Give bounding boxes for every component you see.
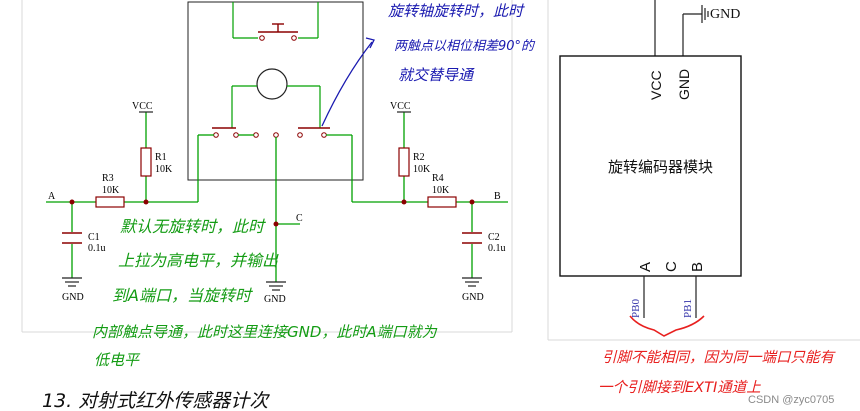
vcc-label-left: VCC	[132, 101, 153, 112]
module-gnd-symbol	[701, 5, 709, 23]
port-pb1-label: PB1	[682, 299, 694, 318]
note-green: 默认无旋转时，此时 上拉为高电平，并输出 到A端口，当旋转时 内部触点导通，此时…	[92, 217, 438, 369]
capacitor-c1	[62, 232, 82, 244]
c1-value: 0.1u	[88, 243, 106, 254]
note-red-line-1: 引脚不能相同，因为同一端口只能有	[602, 349, 836, 366]
note-blue-line-3: 就交替导通	[398, 66, 475, 84]
note-arrow-blue	[321, 41, 373, 127]
gnd-label-right: GND	[462, 292, 484, 303]
c2-value: 0.1u	[488, 243, 506, 254]
note-green-line-1: 默认无旋转时，此时	[120, 217, 266, 236]
push-switch	[232, 2, 319, 39]
c1-name: C1	[88, 232, 100, 243]
resistor-r1	[140, 147, 152, 177]
node-c-label: C	[296, 213, 303, 224]
r2-value: 10K	[413, 164, 431, 175]
r3-name: R3	[102, 173, 114, 184]
resistor-r3	[95, 196, 125, 208]
r4-value: 10K	[432, 185, 450, 196]
note-green-line-2: 上拉为高电平，并输出	[118, 251, 279, 270]
note-red: 引脚不能相同，因为同一端口只能有 一个引脚接到EXTI通道上	[598, 349, 836, 396]
gnd-symbol-left	[62, 277, 82, 287]
junctions	[69, 199, 475, 227]
module-pin-c: C	[663, 261, 680, 272]
push-switch-contacts	[258, 23, 298, 41]
r1-value: 10K	[155, 164, 173, 175]
r2-name: R2	[413, 152, 425, 163]
module-pin-vcc: VCC	[648, 70, 664, 100]
schematic-frame	[21, 0, 860, 341]
c2-name: C2	[488, 232, 500, 243]
gnd-symbol-right	[462, 277, 482, 287]
knob-icon	[256, 68, 288, 100]
note-green-line-4: 内部触点导通，此时这里连接GND，此时A端口就为	[92, 323, 438, 341]
note-brace-red	[629, 315, 705, 337]
r1-name: R1	[155, 152, 167, 163]
resistor-r2	[398, 147, 410, 177]
note-arrowhead-blue	[365, 37, 375, 49]
encoder-module	[559, 55, 742, 277]
module-bottom-leads	[643, 276, 697, 318]
module-top-gnd-label: GND	[710, 7, 740, 22]
r4-name: R4	[432, 173, 444, 184]
node-a-label: A	[48, 191, 56, 202]
node-b-label: B	[494, 191, 501, 202]
module-pin-b: B	[689, 262, 706, 272]
resistor-r4	[427, 196, 457, 208]
r3-value: 10K	[102, 185, 120, 196]
gnd-symbol-center	[266, 281, 286, 291]
note-red-line-2: 一个引脚接到EXTI通道上	[598, 379, 761, 396]
note-green-line-5: 低电平	[94, 351, 141, 369]
note-blue: 旋转轴旋转时，此时 两触点以相位相差90°的 就交替导通	[388, 2, 536, 84]
module-pin-gnd: GND	[676, 69, 692, 100]
gnd-label-center: GND	[264, 294, 286, 305]
note-blue-line-1: 旋转轴旋转时，此时	[388, 2, 525, 20]
section-heading: 13. 对射式红外传感器计次	[42, 390, 270, 411]
gnd-label-left: GND	[62, 292, 84, 303]
note-blue-line-2: 两触点以相位相差90°的	[394, 38, 536, 54]
module-pin-a: A	[637, 262, 654, 272]
note-green-line-3: 到A端口，当旋转时	[112, 286, 253, 305]
vcc-label-right: VCC	[390, 101, 411, 112]
module-title: 旋转编码器模块	[608, 159, 713, 176]
port-pb0-label: PB0	[630, 299, 642, 318]
rotary-contacts	[212, 85, 330, 138]
capacitor-c2	[462, 232, 482, 244]
wires	[46, 112, 508, 282]
watermark: CSDN @zyc0705	[748, 394, 834, 406]
